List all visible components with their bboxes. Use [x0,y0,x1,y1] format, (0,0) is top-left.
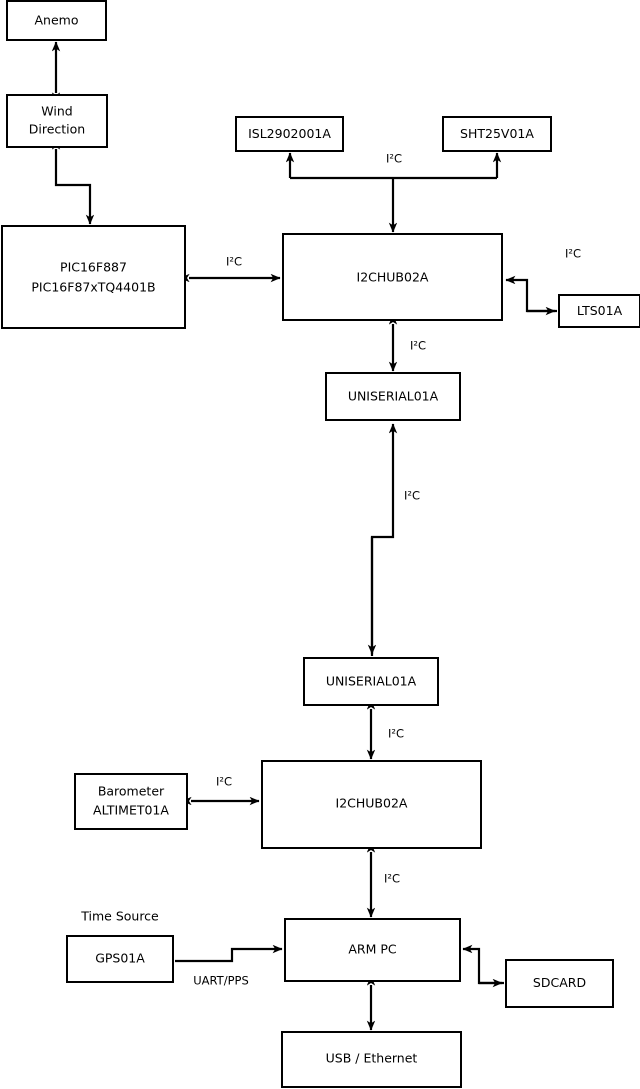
node-sdcard-label: SDCARD [533,975,586,990]
node-lts01a-label: LTS01A [577,303,623,318]
node-arm-pc-label: ARM PC [348,942,397,957]
edge-gps-armpc [175,944,283,963]
edge-wind-pic [51,139,95,225]
node-anemo[interactable]: Anemo [6,0,107,41]
edge-label-hubbot-armpc: I²C [384,872,400,886]
node-sdcard[interactable]: SDCARD [505,959,614,1008]
edges-layer [51,41,557,1031]
node-sht25v01a-label: SHT25V01A [460,126,534,141]
edge-uniserial-link-up [370,423,398,656]
node-gps01a[interactable]: GPS01A [66,935,174,983]
node-pic-mcu-label-line1: PIC16F887 [60,260,127,275]
node-wind-direction-label-line2: Direction [29,122,85,137]
node-wind-direction[interactable]: Wind Direction [6,94,108,148]
label-time-source: Time Source [80,909,159,924]
edge-label-hubtop-sensors: I²C [386,152,402,166]
node-uniserial01a-bottom-label: UNISERIAL01A [326,674,417,689]
free-labels-layer: Time Source [80,909,159,924]
edge-label-uniserialbot-hubbot: I²C [388,727,404,741]
node-pic-mcu-label-line2: PIC16F87xTQ4401B [31,280,155,295]
edge-label-hubtop-uniserial: I²C [410,339,426,353]
node-usb-ethernet-label: USB / Ethernet [326,1051,418,1066]
edge-label-pic-hubtop: I²C [226,255,242,269]
node-barometer-label-line2: ALTIMET01A [93,803,169,818]
node-isl2902001a[interactable]: ISL2902001A [235,116,344,152]
edge-hubtop-lts-in [505,275,557,313]
node-pic-mcu[interactable]: PIC16F887 PIC16F87xTQ4401B [1,225,186,329]
node-anemo-label: Anemo [35,13,79,28]
edge-labels-layer: I²C I²C I²C I²C I²C I²C I²C I²C UART/PPS [193,152,581,988]
node-wind-direction-label-line1: Wind [41,104,72,119]
edge-label-hubtop-lts: I²C [565,247,581,261]
node-i2chub02a-bottom[interactable]: I2CHUB02A [261,760,482,849]
node-i2chub02a-top[interactable]: I2CHUB02A [282,233,503,321]
node-gps01a-label: GPS01A [95,951,145,966]
edge-label-uniserial-link: I²C [404,489,420,503]
edge-label-barometer-hubbot: I²C [216,775,232,789]
edge-label-gps-armpc: UART/PPS [193,974,249,988]
node-arm-pc[interactable]: ARM PC [284,918,461,982]
node-uniserial01a-top-label: UNISERIAL01A [348,389,439,404]
node-i2chub02a-top-label: I2CHUB02A [357,270,429,285]
node-uniserial01a-top[interactable]: UNISERIAL01A [325,372,461,421]
node-uniserial01a-bottom[interactable]: UNISERIAL01A [303,657,439,706]
node-barometer[interactable]: Barometer ALTIMET01A [74,773,188,830]
node-lts01a[interactable]: LTS01A [558,294,640,328]
edge-armpc-sdcard-in [462,944,504,985]
node-barometer-label-line1: Barometer [98,784,165,799]
node-usb-ethernet[interactable]: USB / Ethernet [281,1031,462,1088]
node-isl2902001a-label: ISL2902001A [248,126,331,141]
node-sht25v01a[interactable]: SHT25V01A [442,116,552,152]
node-i2chub02a-bottom-label: I2CHUB02A [336,796,408,811]
